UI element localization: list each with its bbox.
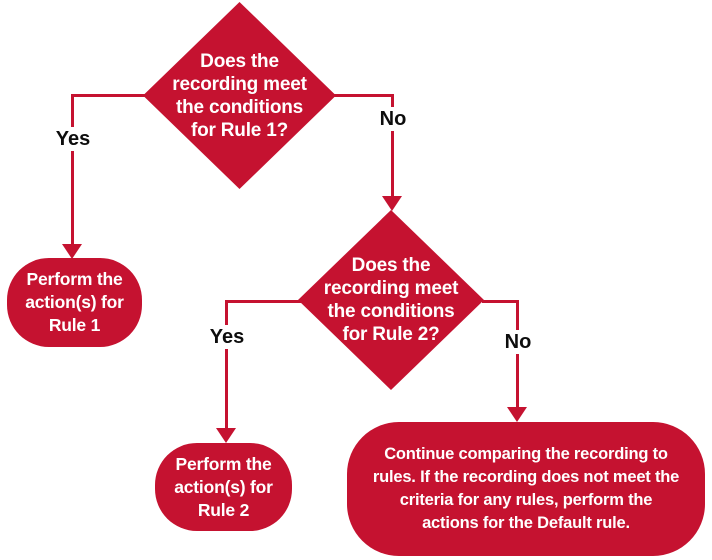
decision-rule2-text: Does the recording meet the conditions f… <box>323 255 459 345</box>
decision-rule1-text: Does the recording meet the conditions f… <box>172 50 307 141</box>
decision-rule1-diamond: Does the recording meet the conditions f… <box>143 2 336 189</box>
action-default-text: Continue comparing the recording to rule… <box>372 445 680 532</box>
connector-rule2-no-horizontal <box>482 300 519 303</box>
action-rule1-node: Perform the action(s) for Rule 1 <box>7 258 142 347</box>
connector-rule1-yes-horizontal <box>71 94 145 97</box>
branch-label-rule2-no: No <box>499 330 537 354</box>
action-default-node: Continue comparing the recording to rule… <box>347 422 705 556</box>
connector-rule2-yes-horizontal <box>225 300 301 303</box>
arrowhead-down-icon <box>507 407 527 422</box>
action-rule2-node: Perform the action(s) for Rule 2 <box>155 443 292 531</box>
branch-label-rule1-no: No <box>374 107 412 131</box>
action-rule2-text: Perform the action(s) for Rule 2 <box>174 453 273 520</box>
branch-label-rule1-yes: Yes <box>50 127 96 151</box>
arrowhead-down-icon <box>62 244 82 259</box>
action-rule1-text: Perform the action(s) for Rule 1 <box>25 269 124 335</box>
connector-rule1-no-vertical <box>391 94 394 197</box>
connector-rule2-yes-vertical <box>225 300 228 430</box>
arrowhead-down-icon <box>382 196 402 211</box>
connector-rule1-no-horizontal <box>334 94 394 97</box>
decision-rule2-diamond: Does the recording meet the conditions f… <box>298 210 484 390</box>
connector-rule2-no-vertical <box>516 300 519 409</box>
branch-label-rule2-yes: Yes <box>204 325 250 349</box>
connector-rule1-yes-vertical <box>71 94 74 245</box>
arrowhead-down-icon <box>216 428 236 443</box>
